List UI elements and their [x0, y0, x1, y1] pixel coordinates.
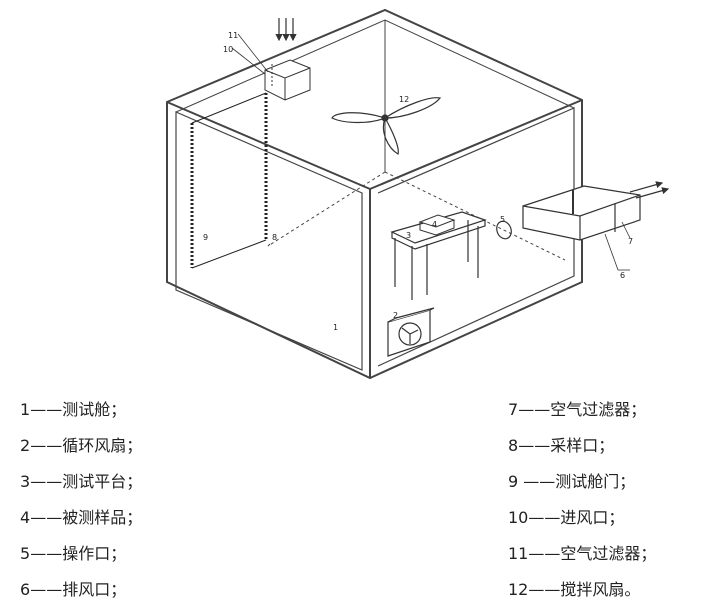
circulating-fan [387, 307, 435, 357]
legend-item: 2——循环风扇； [20, 432, 142, 468]
legend-label: 操作口； [62, 544, 127, 563]
legend-sep: —— [518, 472, 556, 491]
legend-item: 9 ——测试舱门； [508, 468, 656, 504]
label-sample: 4 [432, 220, 437, 229]
legend-label: 采样口； [550, 436, 615, 455]
legend-num: 6 [20, 580, 31, 599]
legend-label: 测试舱； [62, 400, 127, 419]
label-stirring-fan: 12 [399, 95, 409, 104]
chamber-box [166, 8, 583, 380]
legend-label: 循环风扇； [62, 436, 143, 455]
legend-sep: —— [528, 580, 561, 599]
legend-num: 12 [508, 580, 529, 599]
legend-num: 5 [20, 544, 31, 563]
legend-sep: —— [30, 580, 63, 599]
legend-label: 空气过滤器； [560, 544, 657, 563]
label-door: 9 [203, 233, 208, 242]
legend-sep: —— [30, 544, 63, 563]
legend-num: 2 [20, 436, 31, 455]
legend-item: 5——操作口； [20, 540, 142, 576]
label-exhaust: 6 [620, 271, 625, 280]
legend-label: 进风口； [560, 508, 625, 527]
legend-label: 排风口； [62, 580, 127, 599]
legend-num: 1 [20, 400, 31, 419]
legend-sep: —— [518, 400, 551, 419]
legend-item: 11——空气过滤器； [508, 540, 656, 576]
legend-right: 7——空气过滤器； 8——采样口； 9 ——测试舱门； 10——进风口； 11—… [508, 396, 656, 612]
legend-left: 1——测试舱； 2——循环风扇； 3——测试平台； 4——被测样品； 5——操作… [20, 396, 142, 612]
legend-label: 空气过滤器； [550, 400, 647, 419]
exhaust-duct [522, 185, 641, 241]
legend-sep: —— [30, 472, 63, 491]
legend-item: 8——采样口； [508, 432, 656, 468]
legend-num: 11 [508, 544, 529, 563]
legend-num: 10 [508, 508, 529, 527]
test-sample [418, 214, 456, 236]
legend-item: 7——空气过滤器； [508, 396, 656, 432]
test-platform [390, 211, 487, 300]
legend-item: 1——测试舱； [20, 396, 142, 432]
label-circulating-fan: 2 [393, 311, 398, 320]
label-exhaust-filter: 7 [628, 237, 633, 246]
inlet-filter-top [264, 59, 311, 101]
legend-sep: —— [30, 508, 63, 527]
label-chamber: 1 [333, 323, 338, 332]
label-operation-port: 5 [500, 215, 505, 224]
legend-item: 6——排风口； [20, 576, 142, 612]
label-sampling-port: 8 [272, 233, 277, 242]
legend-num: 4 [20, 508, 31, 527]
stirring-fan [331, 97, 442, 155]
legend-item: 10——进风口； [508, 504, 656, 540]
legend-num: 8 [508, 436, 519, 455]
legend-label: 测试舱门； [555, 472, 636, 491]
legend-label: 搅拌风扇。 [560, 580, 641, 599]
legend-item: 3——测试平台； [20, 468, 142, 504]
label-top-filter: 11 [228, 31, 238, 40]
inlet-arrows [275, 18, 297, 42]
legend-sep: —— [528, 544, 561, 563]
legend-item: 4——被测样品； [20, 504, 142, 540]
legend-num: 7 [508, 400, 519, 419]
label-inlet: 10 [223, 45, 233, 54]
leader-lines [231, 33, 631, 271]
exhaust-arrows [629, 181, 670, 199]
legend-sep: —— [518, 436, 551, 455]
legend-sep: —— [528, 508, 561, 527]
legend-label: 被测样品； [62, 508, 143, 527]
chamber-diagram: 1 2 3 4 5 6 7 8 9 10 11 12 [166, 8, 670, 380]
legend-num: 3 [20, 472, 31, 491]
label-platform: 3 [406, 231, 411, 240]
legend-sep: —— [30, 436, 63, 455]
legend-label: 测试平台； [62, 472, 143, 491]
legend-sep: —— [30, 400, 63, 419]
legend-num: 9 [508, 472, 519, 491]
operation-port [496, 220, 512, 240]
test-chamber-door [190, 92, 268, 269]
legend-item: 12——搅拌风扇。 [508, 576, 656, 612]
